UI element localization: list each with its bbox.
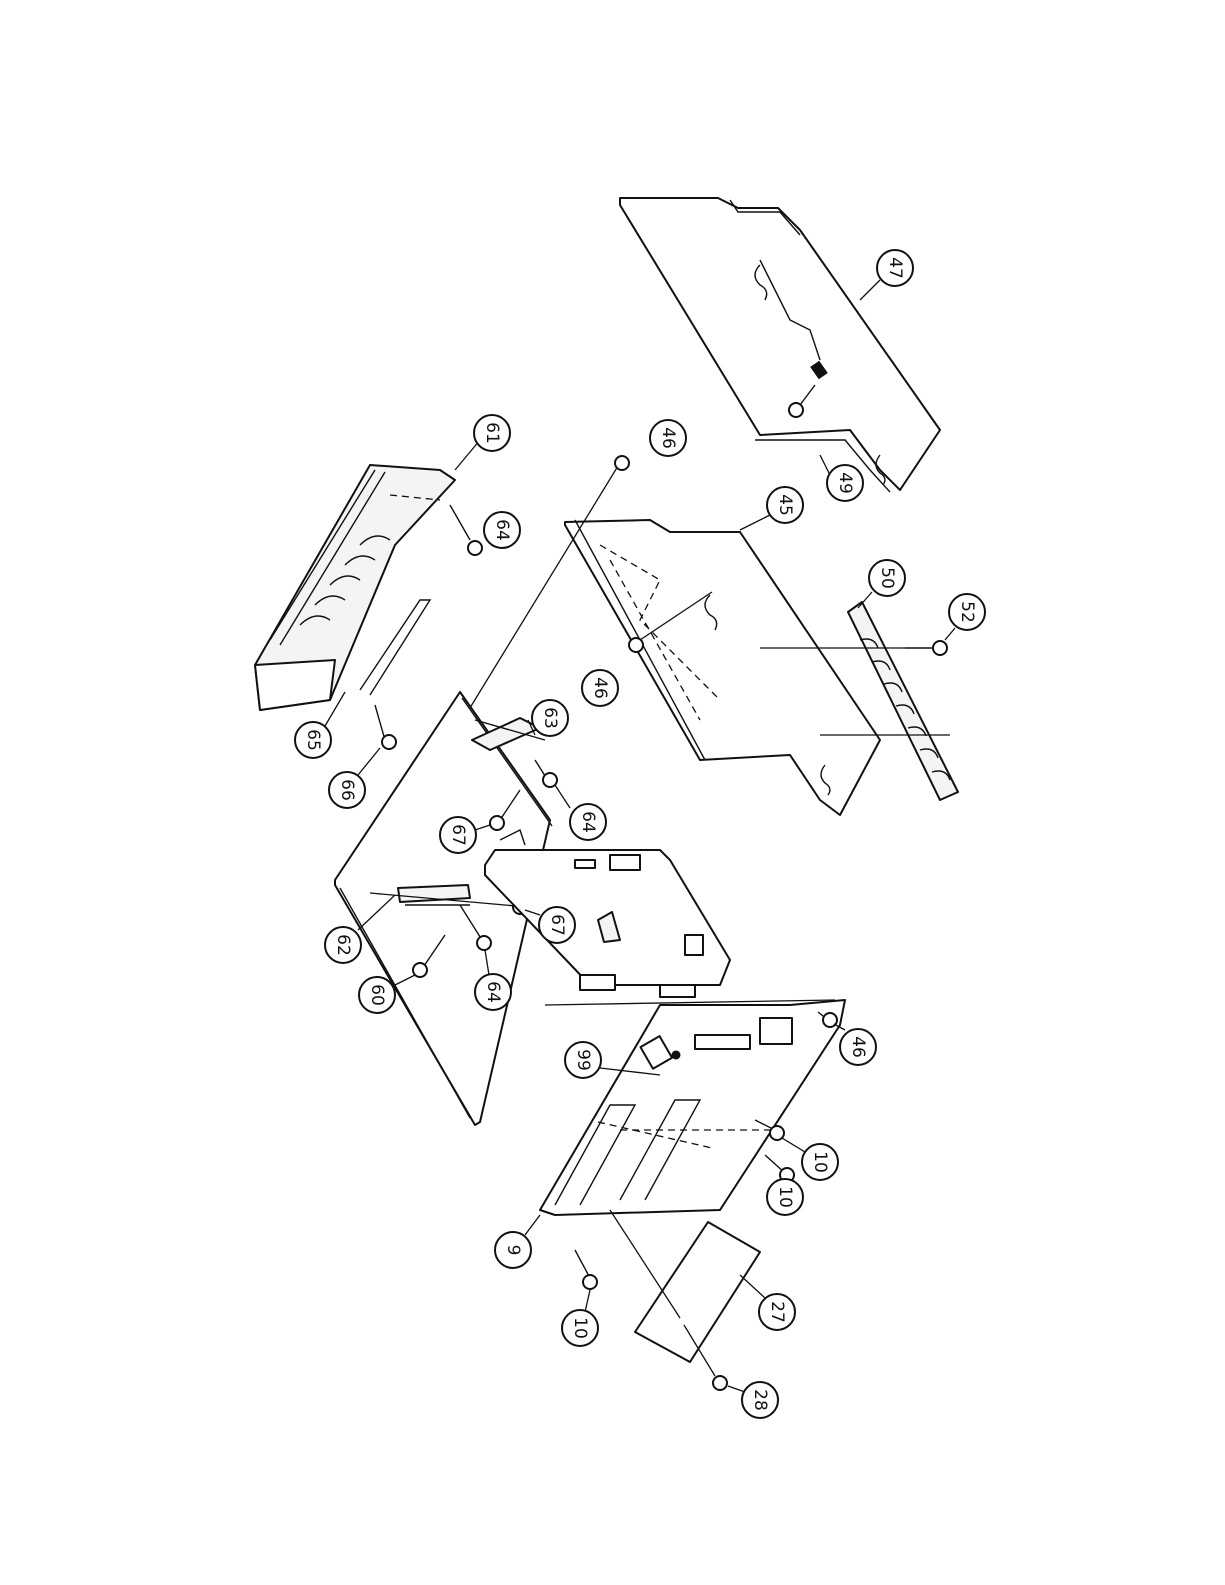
svg-text:10: 10 (570, 1317, 590, 1339)
callout-10-left: 10 (562, 1290, 598, 1346)
svg-text:49: 49 (835, 472, 855, 494)
svg-text:46: 46 (848, 1036, 868, 1058)
part-61-front-bezel (255, 465, 455, 710)
callout-47: 47 (860, 250, 913, 300)
screw-10-mid (765, 1155, 794, 1182)
svg-text:61: 61 (482, 422, 502, 444)
callout-64-top: 64 (484, 512, 520, 548)
svg-text:10: 10 (810, 1151, 830, 1173)
screw-66 (375, 705, 396, 749)
part-45-inner-cover (565, 520, 880, 815)
part-power-supply (485, 830, 730, 997)
svg-text:64: 64 (483, 981, 503, 1003)
svg-text:47: 47 (885, 257, 905, 279)
svg-text:67: 67 (448, 824, 468, 846)
svg-text:52: 52 (957, 601, 977, 623)
svg-text:9: 9 (503, 1245, 523, 1256)
callout-46-mid: 46 (582, 670, 618, 706)
callout-27: 27 (740, 1275, 795, 1330)
svg-text:65: 65 (303, 729, 323, 751)
svg-text:99: 99 (573, 1049, 593, 1071)
callout-50: 50 (858, 560, 905, 608)
callout-9: 9 (495, 1215, 540, 1268)
svg-text:66: 66 (337, 779, 357, 801)
screw-64-mid (535, 760, 557, 787)
callout-49: 49 (820, 455, 863, 501)
callout-46-top: 46 (650, 420, 686, 456)
svg-text:64: 64 (492, 519, 512, 541)
svg-text:63: 63 (540, 707, 560, 729)
svg-text:67: 67 (547, 914, 567, 936)
callout-64-mid: 64 (555, 785, 606, 840)
svg-text:27: 27 (767, 1301, 787, 1323)
callout-52: 52 (945, 594, 985, 640)
svg-text:64: 64 (578, 811, 598, 833)
part-9-chassis (540, 1000, 845, 1215)
callout-61: 61 (455, 415, 510, 470)
screw-64-top (450, 505, 482, 555)
svg-text:46: 46 (658, 427, 678, 449)
svg-text:62: 62 (333, 934, 353, 956)
svg-text:46: 46 (590, 677, 610, 699)
callout-28: 28 (728, 1382, 778, 1418)
screw-52 (905, 641, 947, 655)
screw-10-left (575, 1250, 597, 1289)
svg-text:60: 60 (367, 984, 387, 1006)
svg-text:28: 28 (750, 1389, 770, 1411)
callout-46-bottom: 46 (834, 1024, 876, 1065)
svg-text:50: 50 (877, 567, 897, 589)
callout-66: 66 (329, 748, 380, 808)
svg-text:45: 45 (775, 494, 795, 516)
part-27-plate (610, 1210, 760, 1362)
svg-text:10: 10 (775, 1186, 795, 1208)
callout-45: 45 (740, 487, 803, 530)
callout-10-mid: 10 (767, 1179, 803, 1215)
